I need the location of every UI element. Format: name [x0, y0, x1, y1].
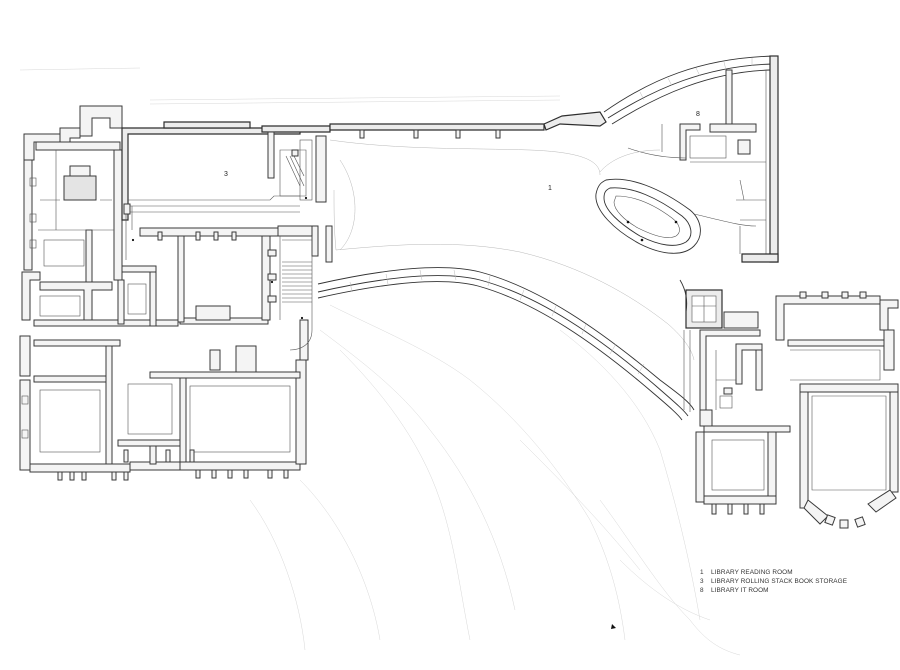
legend-item: 1 LIBRARY READING ROOM	[700, 568, 847, 577]
site-contour-lines	[19, 67, 741, 656]
legend-name: LIBRARY ROLLING STACK BOOK STORAGE	[711, 578, 848, 585]
stair-connector	[277, 225, 333, 351]
legend-name: LIBRARY READING ROOM	[711, 569, 793, 576]
legend-number: 8	[700, 587, 704, 594]
room-legend: 1 LIBRARY READING ROOM 3 LIBRARY ROLLING S…	[700, 568, 847, 595]
room-label-1: 1	[548, 185, 552, 192]
legend-item: 8 LIBRARY IT ROOM	[700, 586, 847, 595]
west-historic-wing	[19, 105, 309, 481]
room-label-3: 3	[224, 171, 228, 178]
legend-name: LIBRARY IT ROOM	[711, 587, 769, 594]
legend-number: 1	[700, 569, 704, 576]
legend-number: 3	[700, 578, 704, 585]
room-label-8: 8	[696, 111, 700, 118]
east-historic-wing	[695, 291, 899, 529]
plan-markers	[131, 196, 678, 629]
stack-storage-block	[121, 121, 331, 260]
legend-item: 3 LIBRARY ROLLING STACK BOOK STORAGE	[700, 577, 847, 586]
reading-room-wing	[317, 55, 779, 421]
